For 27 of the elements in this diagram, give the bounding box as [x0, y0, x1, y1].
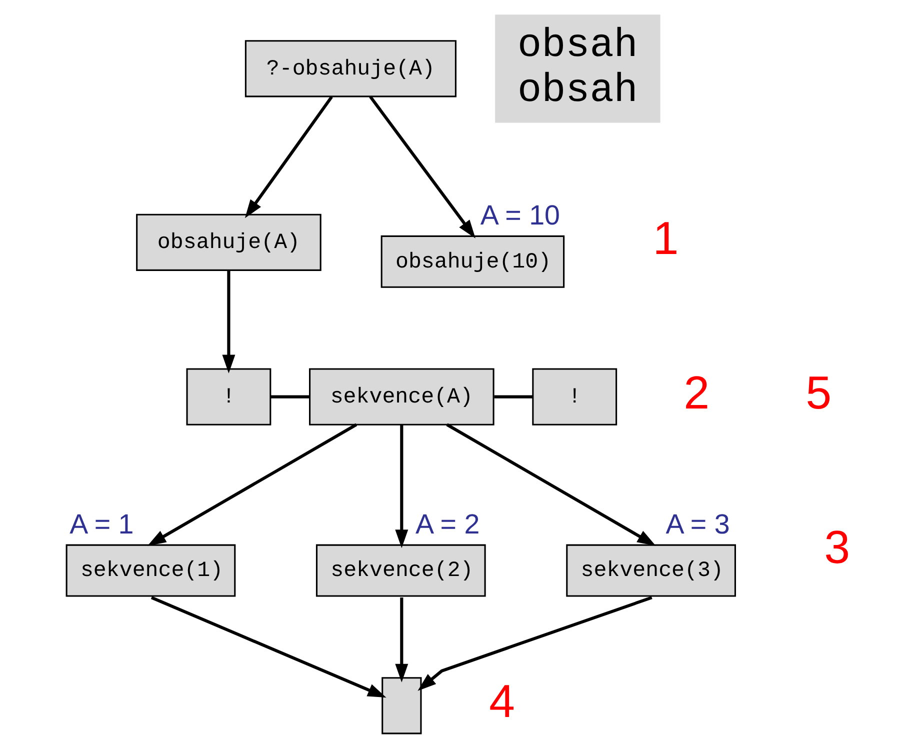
node-label: A = 10 [480, 199, 560, 230]
arrow [446, 423, 656, 546]
label: 1 [652, 212, 678, 264]
arrow [394, 598, 408, 682]
label: 5 [805, 366, 831, 418]
node-label: A = 1 [69, 508, 134, 540]
label: 4 [488, 675, 514, 728]
arrow [394, 424, 408, 548]
arrow [244, 96, 332, 218]
node-box: ! [532, 368, 617, 426]
arrow [417, 596, 652, 691]
node-box: obsahuje(A) [136, 214, 321, 271]
arrow [150, 596, 386, 698]
arrow [146, 423, 357, 546]
node-box: ! [186, 368, 271, 426]
label: 2 [683, 366, 709, 418]
label: 3 [824, 520, 850, 573]
node-box: obsah obsah [494, 14, 660, 123]
node-label: A = 3 [665, 508, 730, 540]
connector [494, 395, 532, 398]
node-box [381, 677, 422, 734]
node-box: sekvence(A) [308, 368, 494, 426]
node-box: ?-obsahuje(A) [244, 40, 456, 98]
arrow [222, 270, 235, 374]
node-label: A = 2 [415, 508, 480, 540]
arrow [368, 96, 475, 238]
connector [270, 395, 309, 398]
